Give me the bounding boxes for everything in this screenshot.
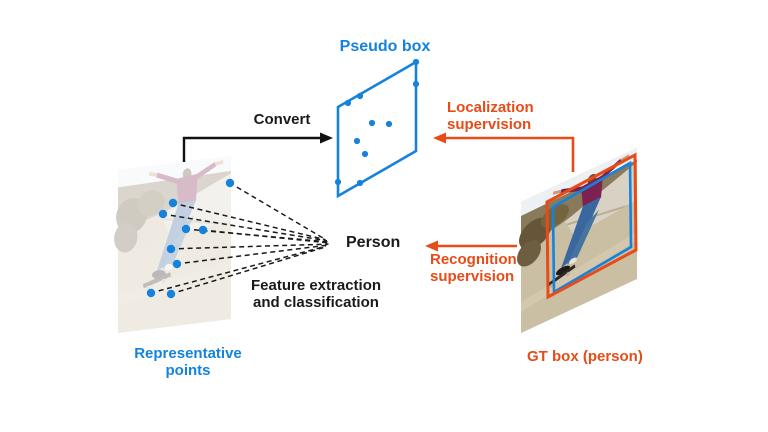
pseudo-box-on-image bbox=[551, 160, 633, 295]
representative-point-dot bbox=[158, 209, 168, 219]
gt-box-outline bbox=[545, 152, 638, 300]
pseudo-box-point-dot bbox=[385, 120, 393, 128]
dashed-line bbox=[184, 244, 328, 264]
dashed-line bbox=[180, 204, 326, 241]
representative-points-image bbox=[114, 156, 231, 333]
pseudo-box-point-dot bbox=[353, 137, 361, 145]
pseudo-box-outline bbox=[336, 59, 418, 199]
feature-line1: Feature extraction bbox=[250, 277, 382, 294]
person-label: Person bbox=[346, 234, 401, 251]
pseudo-box-label: Pseudo box bbox=[339, 38, 431, 55]
localization-line1: Localization bbox=[447, 99, 534, 116]
pseudo-box-shape bbox=[334, 58, 420, 199]
localization-arrowhead-icon bbox=[433, 132, 446, 144]
representative-points-dots bbox=[146, 178, 235, 299]
dashed-line bbox=[158, 245, 326, 292]
representative-point-dot bbox=[225, 178, 235, 188]
localization-line2: supervision bbox=[447, 116, 532, 133]
representative-points-label: Representative points bbox=[134, 345, 242, 379]
pseudo-box-point-dot bbox=[334, 178, 342, 186]
recognition-arrowhead-icon bbox=[425, 240, 438, 252]
pseudo-box-points-dots bbox=[334, 58, 420, 187]
convert-arrowhead-icon bbox=[320, 132, 333, 144]
gt-image bbox=[517, 148, 637, 335]
representative-line2: points bbox=[165, 362, 211, 379]
recognition-supervision-label: Recognition supervision bbox=[430, 251, 517, 285]
representative-point-dot bbox=[198, 225, 208, 235]
feature-extraction-label: Feature extraction and classification bbox=[251, 277, 381, 311]
convert-arrow bbox=[182, 132, 333, 162]
representative-point-dot bbox=[166, 289, 176, 299]
dashed-line bbox=[236, 186, 325, 240]
feature-line2: and classification bbox=[253, 294, 379, 311]
representative-line1: Representative bbox=[134, 345, 242, 362]
representative-point-dot bbox=[166, 244, 176, 254]
dashed-line bbox=[210, 230, 331, 244]
localization-supervision-label: Localization supervision bbox=[447, 99, 534, 133]
pseudo-box-point-dot bbox=[356, 92, 364, 100]
gt-box-label: GT box (person) bbox=[527, 348, 643, 365]
convert-label: Convert bbox=[253, 111, 311, 128]
pseudo-box-point-dot bbox=[356, 179, 364, 187]
pseudo-box-point-dot bbox=[361, 150, 369, 158]
dashed-line bbox=[170, 214, 328, 242]
feature-extraction-lines bbox=[158, 186, 331, 293]
pseudo-box-point-dot bbox=[412, 58, 420, 66]
pseudo-box-point-dot bbox=[368, 119, 376, 127]
representative-point-dot bbox=[172, 259, 182, 269]
dashed-line bbox=[178, 243, 329, 250]
representative-point-dot bbox=[181, 224, 191, 234]
localization-arrow bbox=[433, 132, 575, 172]
pseudo-box-point-dot bbox=[412, 80, 420, 88]
recognition-line2: supervision bbox=[430, 268, 515, 285]
representative-point-dot bbox=[146, 288, 156, 298]
representative-point-dot bbox=[168, 198, 178, 208]
recognition-arrow bbox=[425, 240, 517, 252]
recognition-line1: Recognition bbox=[430, 251, 517, 268]
pseudo-box-point-dot bbox=[344, 99, 352, 107]
